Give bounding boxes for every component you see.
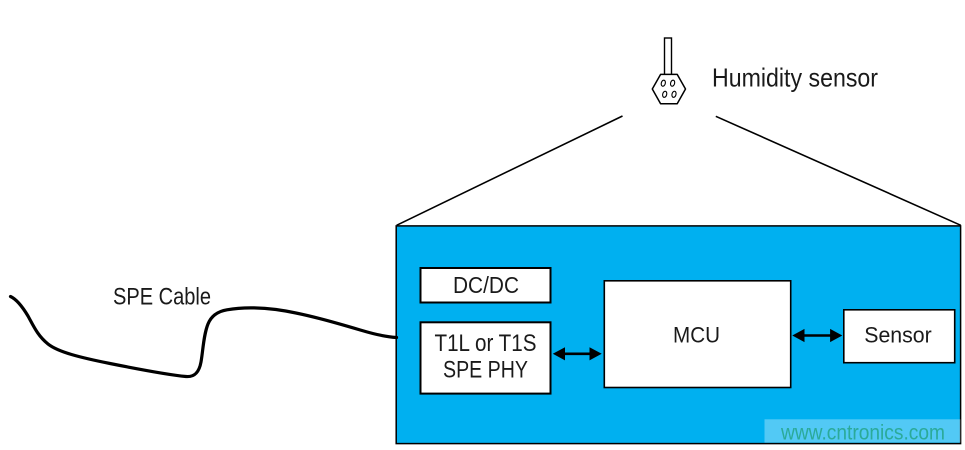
svg-text:T1L or T1S: T1L or T1S	[435, 330, 537, 357]
svg-text:Sensor: Sensor	[864, 323, 932, 348]
svg-text:MCU: MCU	[673, 323, 720, 348]
svg-text:DC/DC: DC/DC	[453, 272, 519, 298]
svg-text:www.cntronics.com: www.cntronics.com	[780, 422, 945, 445]
svg-text:Humidity sensor: Humidity sensor	[712, 63, 878, 93]
svg-text:SPE PHY: SPE PHY	[443, 357, 528, 384]
svg-text:SPE Cable: SPE Cable	[113, 283, 211, 310]
